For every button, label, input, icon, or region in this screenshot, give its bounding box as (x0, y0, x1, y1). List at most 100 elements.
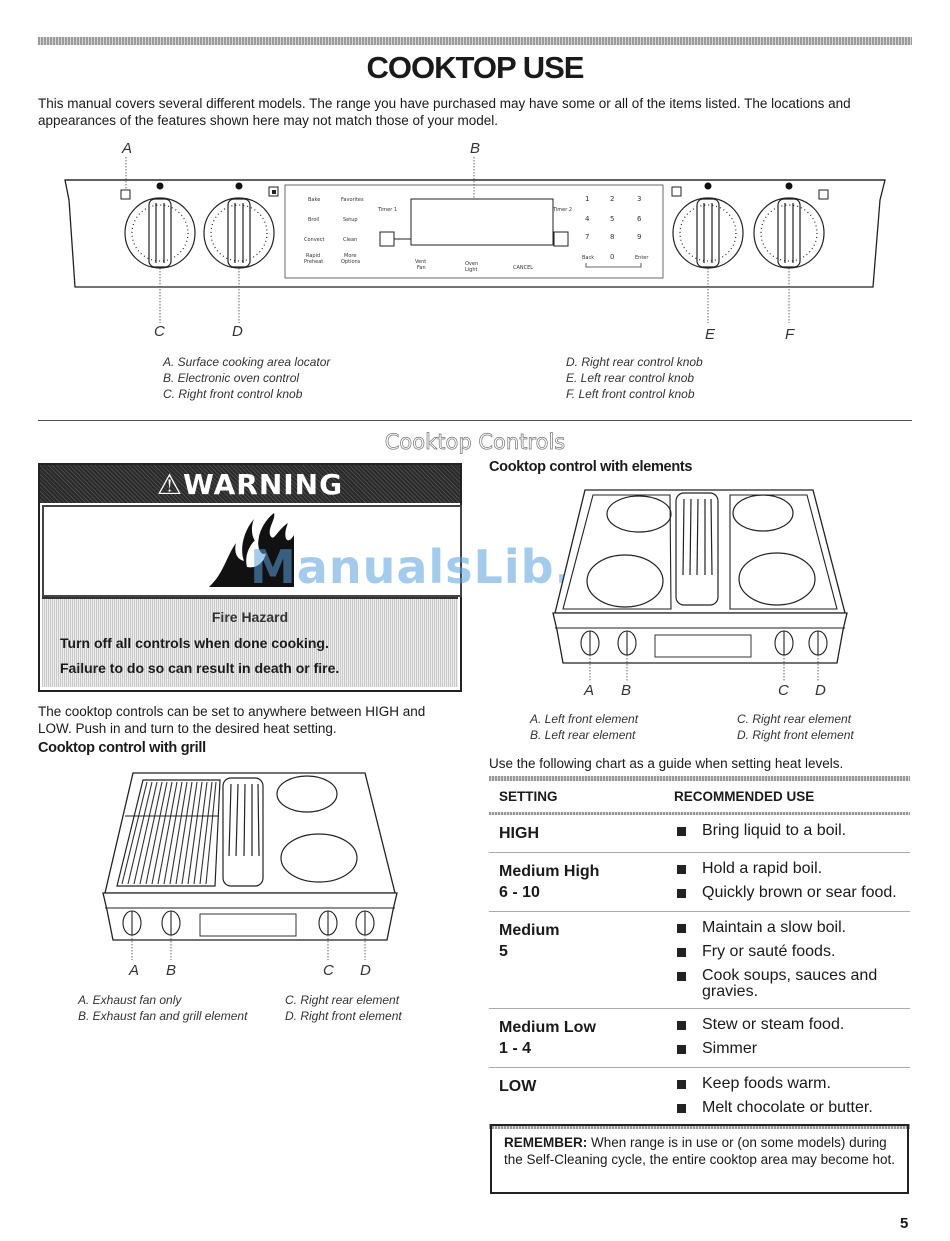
column-header-use: RECOMMENDED USE (674, 789, 815, 804)
section-title: Cooktop Controls (384, 430, 566, 455)
svg-text:0: 0 (610, 253, 614, 261)
svg-text:Bake: Bake (308, 197, 320, 203)
use-text: Simmer (702, 1040, 758, 1057)
setting-label: Medium Low (499, 1019, 596, 1036)
use-cell: Maintain a slow boil.Fry or sauté foods.… (674, 920, 910, 1000)
elem-legend-left: A. Left front element B. Left rear eleme… (530, 711, 638, 743)
svg-text:Oven: Oven (465, 261, 478, 267)
setting-range: 5 (499, 943, 508, 960)
square-bullet-icon (677, 972, 686, 981)
callout-e: E (705, 326, 716, 343)
legend-item: D. Right rear control knob (566, 355, 703, 369)
svg-text:9: 9 (637, 233, 641, 241)
use-text: Melt chocolate or butter. (702, 1099, 873, 1116)
setting-label: LOW (499, 1078, 537, 1095)
legend-item: F. Left front control knob (566, 387, 695, 401)
svg-text:Options: Options (341, 259, 361, 265)
elem-callout-a: A (584, 682, 595, 699)
use-item: Stew or steam food. (674, 1017, 910, 1033)
remember-label: REMEMBER: (504, 1135, 588, 1150)
controls-description: The cooktop controls can be set to anywh… (38, 704, 426, 736)
table-row: LOW Keep foods warm. Melt chocolate or but… (489, 1067, 910, 1124)
grill-callout-a: A (129, 962, 140, 979)
warning-pictogram (42, 505, 462, 597)
heat-settings-table: SETTING RECOMMENDED USE HIGH Bring liquid… (489, 776, 910, 1129)
legend-item: B. Exhaust fan and grill element (78, 1009, 248, 1023)
use-cell: Stew or steam food. Simmer (674, 1017, 910, 1059)
section-divider (38, 420, 912, 421)
svg-text:Light: Light (465, 267, 478, 273)
square-bullet-icon (677, 924, 686, 933)
fire-icon (209, 513, 294, 587)
table-row: Medium 5 Maintain a slow boil.Fry or sauté… (489, 911, 910, 1008)
svg-text:Vent: Vent (415, 259, 426, 265)
table-header: SETTING RECOMMENDED USE (489, 781, 910, 812)
table-row: HIGH Bring liquid to a boil. (489, 815, 910, 852)
grill-callout-c: C (323, 962, 334, 979)
warning-line-1: Turn off all controls when done cooking. (60, 635, 329, 651)
use-text: Quickly brown or sear food. (702, 884, 897, 901)
legend-item: C. Right rear element (285, 993, 400, 1007)
svg-text:Back: Back (582, 255, 594, 261)
use-text: Bring liquid to a boil. (702, 822, 847, 839)
svg-text:Rapid: Rapid (306, 253, 320, 259)
setting-cell: LOW (499, 1076, 674, 1116)
svg-text:Setup: Setup (343, 217, 358, 223)
svg-text:CANCEL: CANCEL (513, 265, 533, 271)
callout-d: D (232, 323, 243, 340)
use-item: Cook soups, sauces and gravies. (674, 968, 910, 1000)
svg-text:Convect: Convect (304, 237, 325, 243)
legend-item: B. Electronic oven control (163, 371, 300, 385)
page-number: 5 (900, 1215, 909, 1232)
remember-text: When range is in use or (on some models)… (504, 1135, 895, 1167)
warning-message: Fire Hazard Turn off all controls when d… (42, 597, 458, 687)
warning-line-2: Failure to do so can result in death or … (60, 660, 340, 676)
legend-item: C. Right rear element (737, 712, 852, 726)
svg-text:Preheat: Preheat (304, 259, 323, 265)
warning-box: ⚠WARNING Fire Hazard Turn off all contro… (38, 463, 462, 692)
legend-item: A. Left front element (530, 712, 639, 726)
svg-text:7: 7 (585, 233, 589, 241)
use-text: Fry or sauté foods. (702, 943, 836, 960)
use-text: Keep foods warm. (702, 1075, 831, 1092)
use-item: Keep foods warm. (674, 1076, 910, 1092)
legend-item: B. Left rear element (530, 728, 636, 742)
setting-cell: Medium 5 (499, 920, 674, 1000)
square-bullet-icon (677, 827, 686, 836)
use-item: Simmer (674, 1041, 910, 1057)
use-cell: Hold a rapid boil.Quickly brown or sear … (674, 861, 910, 903)
use-cell: Bring liquid to a boil. (674, 823, 910, 844)
svg-text:8: 8 (610, 233, 614, 241)
grill-heading: Cooktop control with grill (38, 740, 206, 756)
grill-callout-d: D (360, 962, 371, 979)
svg-text:3: 3 (637, 195, 641, 203)
callout-a: A (122, 140, 133, 157)
use-item: Quickly brown or sear food. (674, 885, 910, 901)
hazard-title: Fire Hazard (211, 609, 289, 625)
legend-item: D. Right front element (737, 728, 854, 742)
legend-item: A. Exhaust fan only (78, 993, 182, 1007)
panel-legend-right: D. Right rear control knob E. Left rear … (566, 354, 703, 402)
chart-intro: Use the following chart as a guide when … (489, 756, 844, 771)
svg-text:5: 5 (610, 215, 614, 223)
square-bullet-icon (677, 865, 686, 874)
callout-b: B (470, 140, 481, 157)
square-bullet-icon (677, 1021, 686, 1030)
setting-label: Medium High (499, 863, 600, 880)
svg-text:1: 1 (585, 195, 589, 203)
panel-legend-left: A. Surface cooking area locator B. Elect… (163, 354, 330, 402)
elements-heading: Cooktop control with elements (489, 459, 693, 475)
setting-label: Medium (499, 922, 560, 939)
header-rule (38, 37, 912, 45)
elem-legend-right: C. Right rear element D. Right front ele… (737, 711, 854, 743)
legend-item: E. Left rear control knob (566, 371, 695, 385)
svg-text:Timer 2: Timer 2 (552, 207, 572, 213)
setting-label: HIGH (499, 825, 539, 842)
grill-legend-left: A. Exhaust fan only B. Exhaust fan and g… (78, 992, 247, 1024)
square-bullet-icon (677, 1080, 686, 1089)
